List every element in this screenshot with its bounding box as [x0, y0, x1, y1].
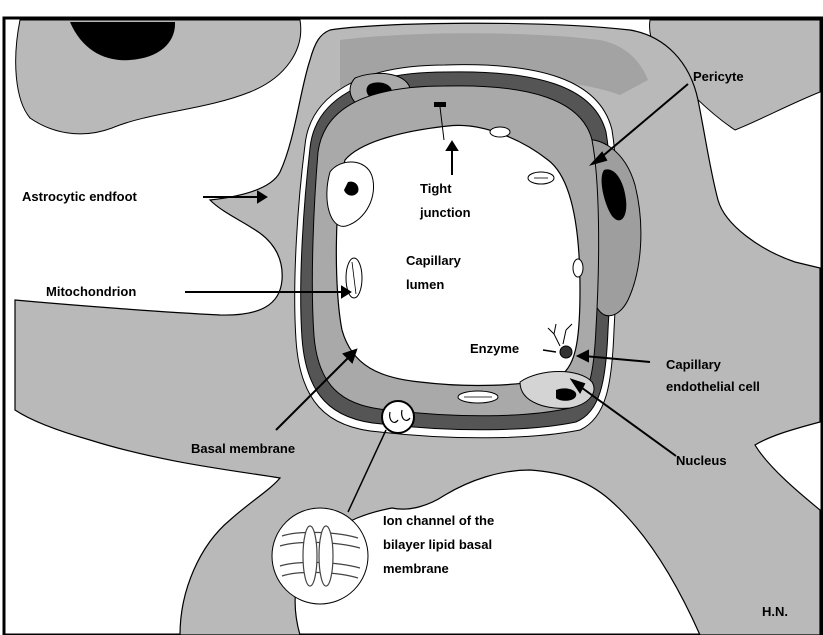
label-nucleus: Nucleus: [676, 452, 727, 470]
label-ion-channel-1: Ion channel of the: [383, 512, 494, 530]
organelle-oval-top: [490, 127, 510, 137]
enzyme-shape: [560, 346, 572, 358]
label-basal-membrane: Basal membrane: [191, 440, 295, 458]
label-enzyme: Enzyme: [470, 340, 519, 358]
label-pericyte: Pericyte: [693, 68, 744, 86]
label-astrocytic-endfoot: Astrocytic endfoot: [22, 188, 137, 206]
label-capillary-endothelial-1: Capillary: [666, 356, 721, 374]
label-capillary-lumen-2: lumen: [406, 276, 444, 294]
label-author: H.N.: [762, 603, 788, 621]
label-tight-junction-2: junction: [420, 204, 471, 222]
label-capillary-endothelial-2: endothelial cell: [666, 378, 760, 396]
label-capillary-lumen-1: Capillary: [406, 252, 461, 270]
label-ion-channel-3: membrane: [383, 560, 449, 578]
label-mitochondrion: Mitochondrion: [46, 283, 136, 301]
organelle-small-right: [573, 259, 583, 277]
label-ion-channel-2: bilayer lipid basal: [383, 536, 492, 554]
label-tight-junction-1: Tight: [420, 180, 452, 198]
ion-channel-spot: [382, 401, 414, 433]
tight-junction-mark: [434, 102, 446, 107]
